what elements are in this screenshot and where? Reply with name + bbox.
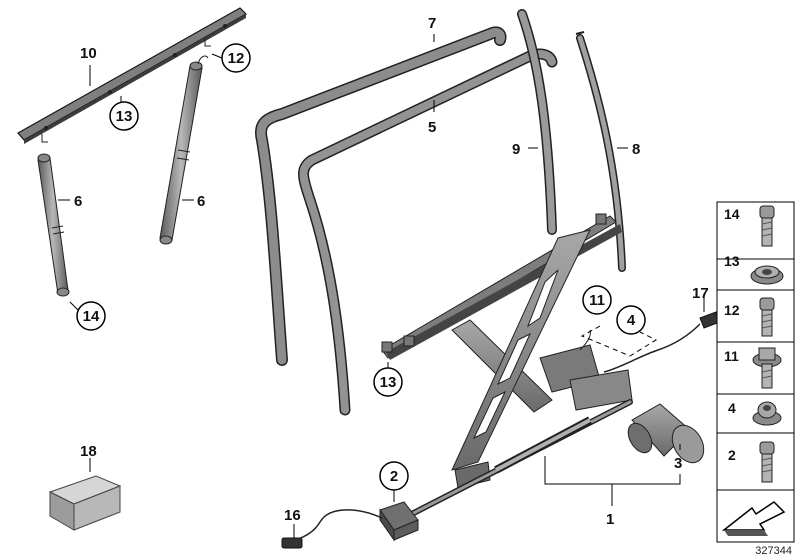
guide-rail-part xyxy=(517,9,557,235)
svg-text:4: 4 xyxy=(728,400,736,416)
arrow-icon xyxy=(721,501,786,536)
callout-6-right: 6 xyxy=(197,193,205,210)
legend-row-2: 2 xyxy=(728,441,775,483)
callout-6-left: 6 xyxy=(74,193,82,210)
callout-3: 3 xyxy=(674,455,682,472)
clip-nut-icon xyxy=(752,401,782,426)
screw-icon xyxy=(759,205,775,247)
svg-text:12: 12 xyxy=(724,302,740,318)
callout-11: 11 xyxy=(582,285,612,315)
callout-13-bottom: 13 xyxy=(373,367,403,397)
svg-text:14: 14 xyxy=(83,308,100,325)
callout-1: 1 xyxy=(606,511,614,528)
nut-icon xyxy=(750,265,784,285)
callout-17: 17 xyxy=(692,285,709,302)
callout-8: 8 xyxy=(632,141,640,158)
callout-16: 16 xyxy=(284,507,301,524)
svg-text:12: 12 xyxy=(228,50,245,67)
cable-plug-17-part xyxy=(579,311,721,373)
gas-strut-right-part xyxy=(159,55,209,245)
legend-row-11: 11 xyxy=(724,347,782,389)
callout-5: 5 xyxy=(428,119,436,136)
callout-7: 7 xyxy=(428,15,436,32)
screw-icon xyxy=(759,297,775,337)
legend-row-12: 12 xyxy=(724,297,775,337)
callout-18: 18 xyxy=(80,443,97,460)
leader-lines xyxy=(58,34,705,538)
svg-text:11: 11 xyxy=(724,348,739,364)
cable-plug-16-part xyxy=(281,509,383,549)
svg-text:4: 4 xyxy=(627,312,636,329)
screw-icon xyxy=(759,441,775,483)
motor-part xyxy=(627,403,705,464)
outer-frame-seal-part xyxy=(255,26,507,366)
flange-bolt-icon xyxy=(752,347,782,389)
legend-row-13: 13 xyxy=(724,253,784,285)
svg-text:2: 2 xyxy=(390,468,398,485)
callout-9: 9 xyxy=(512,141,520,158)
callout-2: 2 xyxy=(379,461,409,491)
connector-block-part xyxy=(379,501,419,542)
inner-frame-seal-part xyxy=(298,48,558,416)
legend-row-4: 4 xyxy=(728,400,782,426)
box-part xyxy=(48,475,122,531)
svg-text:13: 13 xyxy=(724,253,740,269)
svg-text:13: 13 xyxy=(380,374,397,391)
fastener-legend-panel: 14 13 12 xyxy=(716,201,795,543)
callout-14: 14 xyxy=(76,301,106,331)
callout-4: 4 xyxy=(616,305,646,335)
callout-labels: 10 13 12 6 6 14 7 5 9 8 11 4 17 13 xyxy=(74,15,709,528)
callout-10: 10 xyxy=(80,45,97,62)
svg-text:11: 11 xyxy=(589,292,605,309)
rail-strip-part xyxy=(17,7,247,144)
window-regulator-part xyxy=(381,213,633,523)
gas-strut-left-part xyxy=(37,153,70,297)
legend-row-14: 14 xyxy=(724,205,775,247)
callout-13-top: 13 xyxy=(109,101,139,131)
callout-12: 12 xyxy=(221,43,251,73)
document-id: 327344 xyxy=(755,545,792,557)
svg-text:14: 14 xyxy=(724,206,740,222)
svg-text:2: 2 xyxy=(728,447,736,463)
svg-text:13: 13 xyxy=(116,108,133,125)
assembly-bracket xyxy=(544,456,681,506)
dashed-group-11-4 xyxy=(580,325,658,357)
